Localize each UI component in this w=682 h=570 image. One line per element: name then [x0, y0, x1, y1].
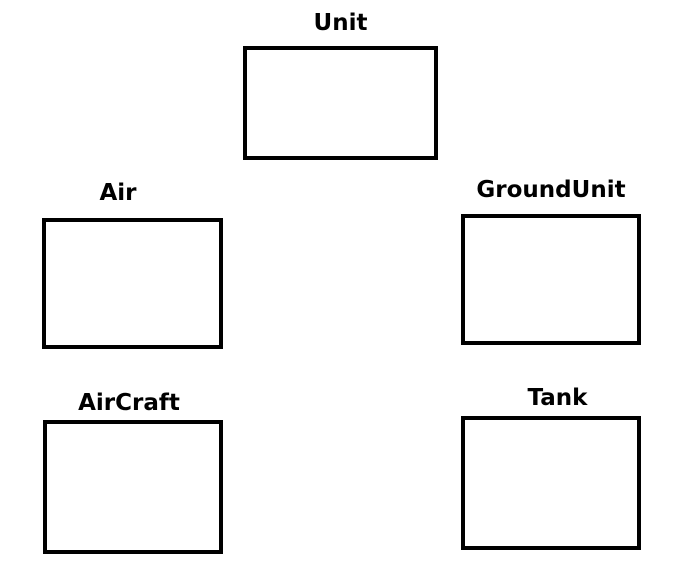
node-label-tank: Tank — [527, 385, 588, 411]
node-label-aircraft: AirCraft — [78, 390, 180, 416]
node-box-tank[interactable] — [461, 416, 641, 550]
node-box-unit[interactable] — [243, 46, 438, 160]
node-box-aircraft[interactable] — [43, 420, 223, 554]
node-label-groundunit: GroundUnit — [476, 177, 626, 203]
node-box-air[interactable] — [42, 218, 223, 349]
node-label-unit: Unit — [313, 10, 368, 36]
node-label-air: Air — [99, 180, 137, 206]
node-box-groundunit[interactable] — [461, 214, 641, 345]
